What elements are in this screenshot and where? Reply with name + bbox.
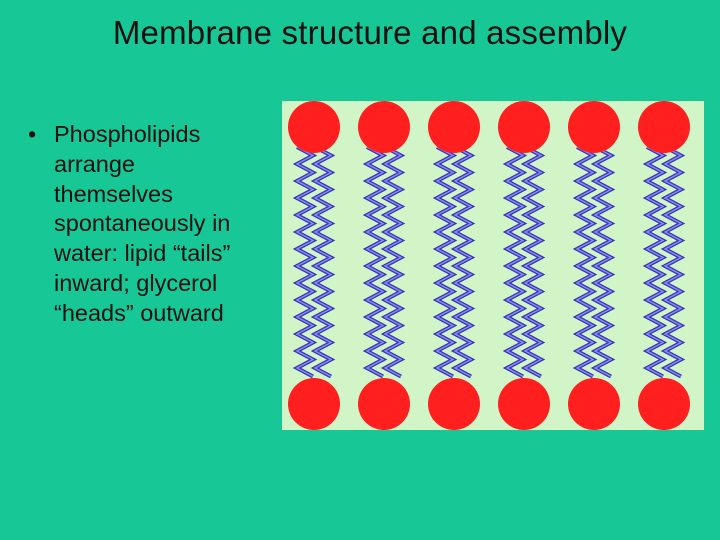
bullet-line: themselves <box>54 180 173 207</box>
lipid-tail-highlight <box>453 146 473 378</box>
glycerol-head-bottom <box>568 378 620 430</box>
bullet-line: spontaneously in <box>54 210 231 237</box>
lipid-tail-highlight <box>435 146 455 378</box>
glycerol-head-top <box>428 101 480 153</box>
bullet-line: Phospholipids <box>54 121 201 147</box>
lipid-tail-highlight <box>645 146 665 378</box>
bullet-line: water: lipid “tails” <box>54 240 231 267</box>
glycerol-head-top <box>288 101 340 153</box>
bullet-line: “heads” outward <box>54 299 224 326</box>
glycerol-head-top <box>358 101 410 153</box>
bullet-line: arrange <box>54 150 135 177</box>
glycerol-head-bottom <box>428 378 480 430</box>
bullet-symbol: • <box>28 121 37 147</box>
lipid-tail-highlight <box>383 146 403 378</box>
glycerol-head-bottom <box>358 378 410 430</box>
lipid-tail-highlight <box>523 146 543 378</box>
glycerol-head-bottom <box>638 378 690 430</box>
lipid-tail-highlight <box>663 146 683 378</box>
lipid-tail-highlight <box>575 146 595 378</box>
glycerol-heads-group <box>288 101 690 430</box>
diagram-background <box>282 101 704 430</box>
glycerol-head-top <box>498 101 550 153</box>
lipid-tail-highlight <box>365 146 385 378</box>
bullet-point: • Phospholipids arrange themselves spont… <box>28 120 278 329</box>
lipid-tail-highlight <box>593 146 613 378</box>
glycerol-head-top <box>568 101 620 153</box>
bullet-text: Phospholipids arrange themselves spontan… <box>54 120 278 329</box>
glycerol-head-bottom <box>288 378 340 430</box>
phospholipid-bilayer-diagram <box>282 101 704 430</box>
bullet-line: inward; glycerol <box>54 269 218 296</box>
glycerol-head-bottom <box>498 378 550 430</box>
lipid-tail-highlight <box>505 146 525 378</box>
glycerol-head-top <box>638 101 690 153</box>
lipid-tail-highlight <box>295 146 315 378</box>
slide-title: Membrane structure and assembly <box>112 14 628 51</box>
lipid-tails-group <box>292 145 686 379</box>
lipid-tail-highlight <box>313 146 333 378</box>
